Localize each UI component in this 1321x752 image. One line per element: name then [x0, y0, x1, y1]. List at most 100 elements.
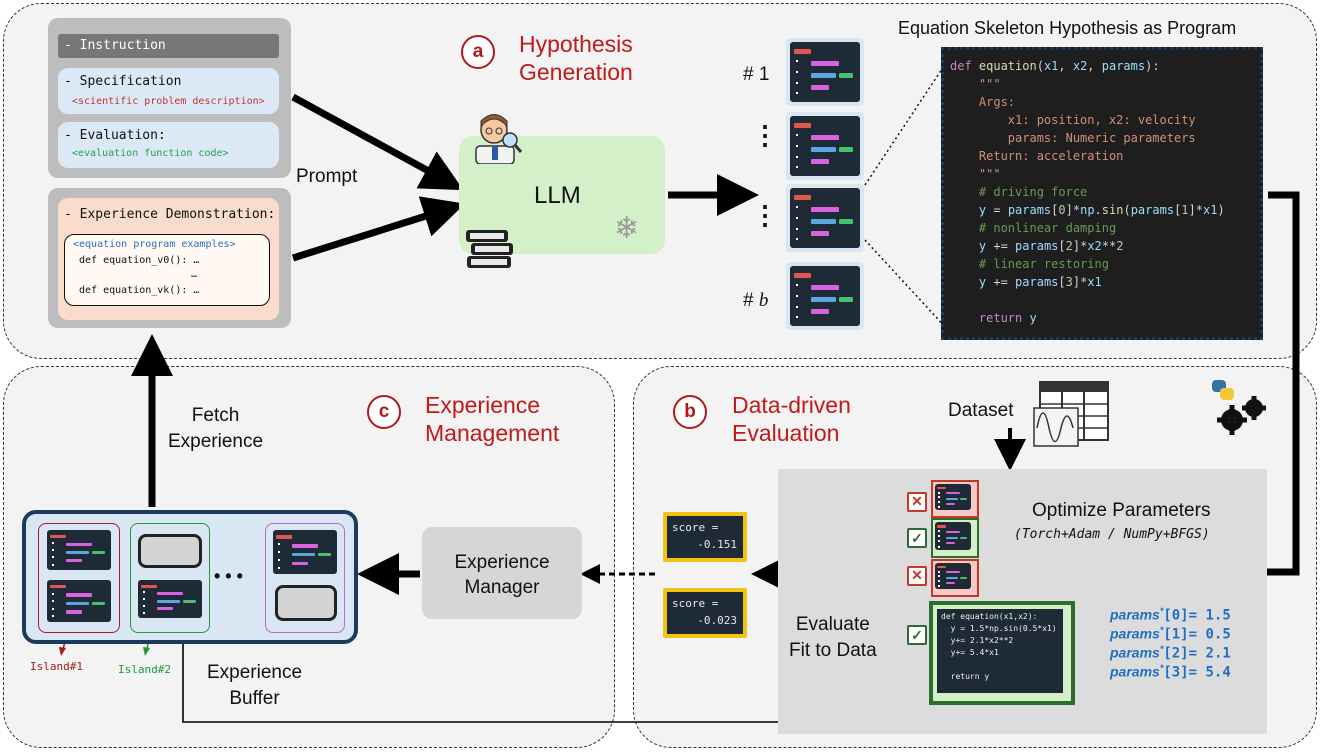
code-thumbnail-bar [839, 147, 853, 152]
program-code-line: Args: [950, 95, 1016, 109]
accept-icon-2: ✓ [907, 625, 927, 645]
code-thumbnail-dot [795, 144, 798, 147]
code-thumbnail-dot [795, 70, 798, 73]
evaluation-box: - Evaluation: <evaluation function code> [58, 122, 279, 168]
code-thumbnail-dot [795, 305, 798, 308]
code-thumbnail-bar [292, 552, 315, 557]
section-a-title: Hypothesis Generation [519, 31, 633, 85]
specification-box: - Specification <scientific problem desc… [58, 68, 279, 114]
evaluation-sub: <evaluation function code> [72, 148, 229, 159]
experience-demo-label: - Experience Demonstration: [64, 207, 276, 222]
code-thumbnail-bar [811, 309, 829, 314]
code-thumbnail-bar [945, 492, 961, 495]
reject-icon-2: ✕ [907, 566, 927, 586]
program-code-line [950, 291, 1258, 309]
code-thumbnail-bar [811, 219, 836, 224]
code-thumbnail-dot [937, 530, 940, 533]
best-code-line: y+= 5.4*x1 [941, 648, 999, 657]
section-c-title: Experience Management [425, 392, 560, 446]
code-thumbnail-bar [182, 599, 196, 603]
buffer-ellipsis: • • • [214, 566, 243, 586]
buffer-code-thumbnail [138, 580, 202, 618]
candidate-code-thumbnail [935, 484, 971, 510]
program-code-line: """ [950, 77, 1001, 91]
code-thumbnail-bar [66, 593, 92, 597]
code-thumbnail-dot [795, 227, 798, 230]
code-thumbnail-bar [91, 550, 105, 554]
code-thumbnail-bar [945, 536, 959, 539]
best-code-line: y = 1.5*np.sin(0.5*x1) [941, 624, 1057, 633]
section-a-badge: a [461, 35, 495, 69]
code-thumbnail-bar [839, 297, 853, 302]
examples-tag: <equation program examples> [73, 239, 236, 250]
program-code-line: """ [950, 167, 1001, 181]
code-thumbnail-bar [945, 576, 959, 579]
program-code-line: # linear restoring [950, 257, 1109, 271]
specification-label: - Specification [64, 74, 182, 89]
experience-manager-label: Experience Manager [454, 552, 550, 598]
code-thumbnail-dot [937, 570, 940, 573]
snowflake-icon: ❄ [614, 212, 640, 245]
code-thumbnail-bar [936, 525, 946, 528]
program-code-line: y += params[2]*x2**2 [950, 239, 1124, 253]
code-thumbnail-bar [839, 219, 853, 224]
code-thumbnail-dot [795, 216, 798, 219]
code-thumbnail-dot [795, 316, 798, 319]
code-thumbnail-dot [795, 134, 798, 136]
code-thumbnail-dot [937, 545, 940, 548]
code-thumbnail-dot [937, 501, 940, 504]
arrow-prompt-top [291, 93, 464, 191]
code-thumbnail-bar [811, 61, 839, 66]
island-k-frame [265, 523, 345, 633]
code-thumbnail-bar [66, 550, 89, 554]
code-thumbnail-bar [317, 552, 331, 557]
param-value: params*[0]= 1.5 [1110, 606, 1231, 624]
code-thumbnail-dot [937, 575, 940, 578]
specification-sub: <scientific problem description> [72, 96, 265, 107]
code-thumbnail-dot [52, 549, 55, 552]
program-panel-frame [941, 47, 1263, 340]
code-thumbnail-bar [945, 502, 955, 505]
code-thumbnail-dot [143, 611, 146, 614]
code-thumbnail-bar [945, 530, 961, 534]
code-thumbnail-bar [960, 497, 968, 500]
code-thumbnail-bar [936, 566, 946, 569]
section-c-badge: c [367, 395, 401, 429]
program-code: def equation(x1, x2, params): """ Args: … [950, 57, 1258, 327]
code-thumbnail-bar [811, 85, 829, 90]
code-thumbnail-dot [52, 592, 55, 595]
score-card-1: score = -0.151 [663, 512, 747, 562]
empty-slot-2 [275, 585, 337, 621]
reject-icon-1: ✕ [907, 492, 927, 512]
code-thumbnail-dot [937, 535, 940, 538]
hypothesis-first-label: # 1 [743, 64, 770, 85]
program-code-line: # nonlinear damping [950, 221, 1117, 235]
candidate-code-thumbnail [935, 563, 971, 589]
code-thumbnail-dot [143, 591, 146, 594]
code-thumbnail-bar [811, 159, 829, 164]
best-code-line: def equation(x1,x2): [941, 612, 1038, 621]
hypothesis-dots-2: ⋮ [752, 200, 778, 230]
code-thumbnail-bar [276, 535, 293, 539]
island-1-label: Island#1 [30, 660, 83, 673]
experience-buffer-label: Experience Buffer [207, 662, 303, 709]
dataset-icon [1033, 381, 1109, 447]
param-value: params*[2]= 2.1 [1110, 644, 1231, 662]
code-thumbnail-dot [143, 598, 146, 601]
code-thumbnail-bar [811, 207, 839, 212]
prompt-label: Prompt [296, 166, 358, 187]
code-thumbnail-dot [795, 60, 798, 62]
section-b-badge: b [673, 395, 707, 429]
example-v0: def equation_v0(): … [79, 255, 200, 266]
code-thumbnail-dot [52, 600, 55, 603]
code-thumbnail-dot [795, 284, 798, 286]
code-thumbnail-bar [292, 544, 318, 548]
code-thumbnail-dot [937, 584, 940, 587]
code-thumbnail-dot [795, 92, 798, 95]
code-thumbnail-dot [937, 491, 940, 494]
hypothesis-last-label: # b [743, 290, 769, 311]
code-thumbnail-bar [945, 581, 955, 584]
program-code-line: # driving force [950, 185, 1088, 199]
code-thumbnail-bar [50, 534, 67, 538]
dataset-label: Dataset [948, 400, 1014, 421]
